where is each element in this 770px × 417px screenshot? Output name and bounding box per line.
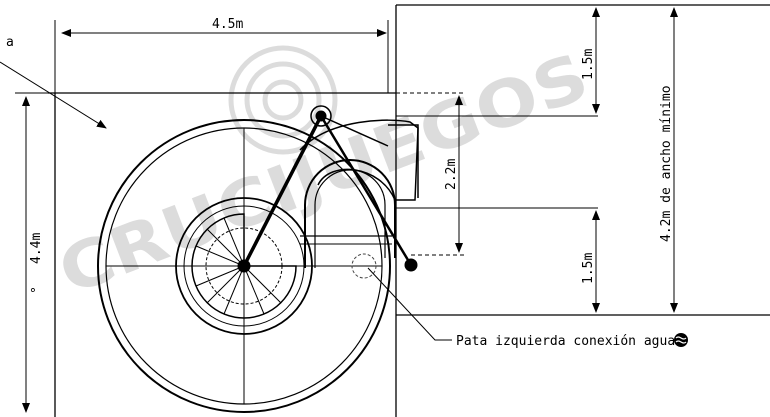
top-clear-label: 1.5m	[581, 49, 596, 80]
water-connection-leader	[367, 267, 452, 341]
corner-leader	[0, 61, 107, 129]
spiral-stair	[191, 213, 297, 319]
watermark-logo-icon	[228, 45, 338, 155]
slide-chute	[299, 119, 419, 268]
water-drop-icon	[674, 333, 688, 347]
stair-gap-label: 2.2m	[444, 159, 459, 190]
width-label: 4.5m	[212, 17, 243, 32]
min-width-label: 4.2m de ancho mínimo	[659, 85, 674, 242]
watermark-text: CRUCIJUEGOS	[49, 40, 598, 310]
height-dimension	[15, 92, 55, 413]
bottom-clear-label: 1.5m	[581, 253, 596, 284]
water-connection-label: Pata izquierda conexión agua	[456, 334, 675, 349]
water-connection-marker	[351, 253, 377, 279]
watermark: CRUCIJUEGOS	[49, 40, 598, 310]
support-frame	[242, 105, 418, 272]
corner-note: a	[6, 35, 14, 50]
height-note: °	[29, 287, 37, 302]
clearance-lines	[396, 92, 598, 256]
height-label: 4.4m	[29, 233, 44, 264]
width-dimension	[54, 20, 389, 93]
